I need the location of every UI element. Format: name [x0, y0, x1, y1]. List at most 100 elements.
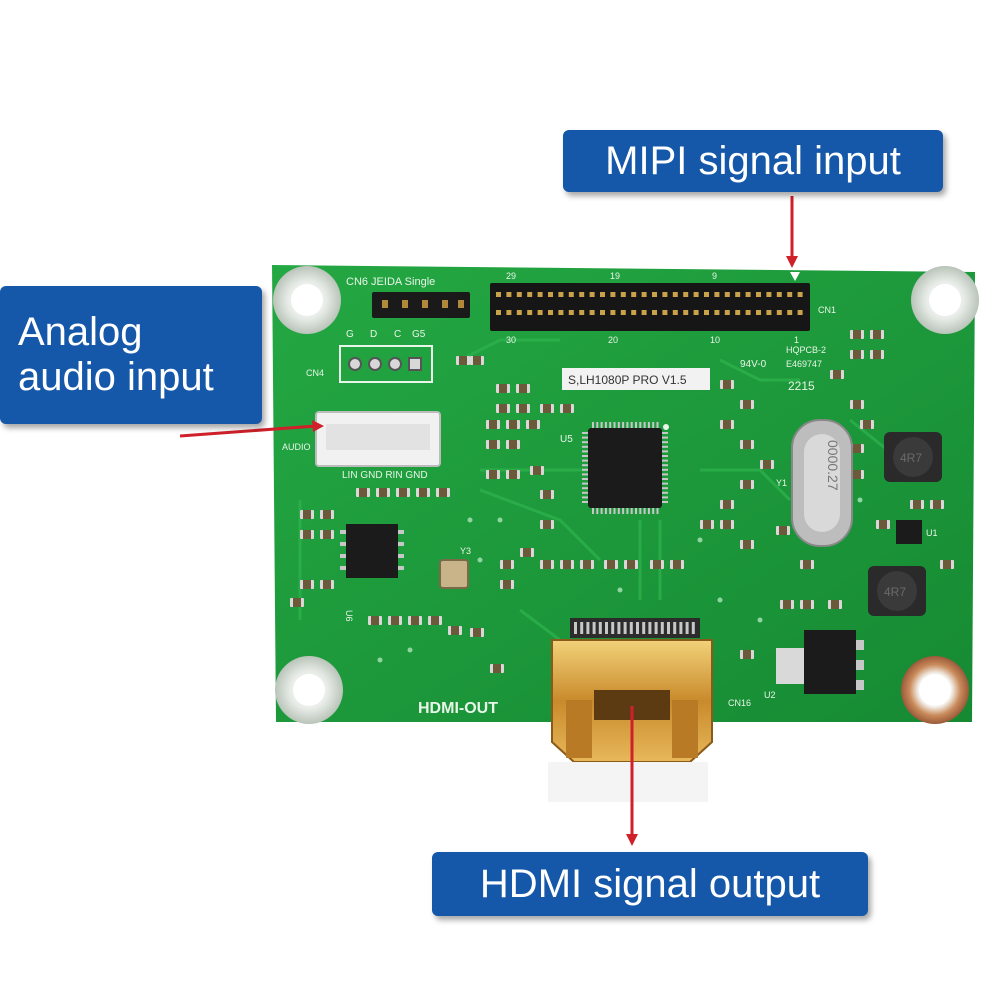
cn4-pads: [339, 345, 433, 383]
cn1-pin: [693, 310, 699, 315]
cn1-pin: [620, 310, 626, 315]
cn1-pin: [579, 292, 585, 297]
cn1-pin: [548, 310, 553, 315]
mounting-hole-bottom-right: [901, 656, 969, 724]
u2-label: U2: [764, 690, 776, 700]
cert-e469747: E469747: [786, 359, 822, 369]
audio-label: AUDIO: [282, 442, 311, 452]
pin-29-label: 29: [506, 271, 516, 281]
cn1-pin: [787, 292, 793, 297]
cn1-pin: [662, 292, 668, 297]
cn1-pin: [527, 310, 533, 315]
cn1-pin: [506, 292, 512, 297]
cn1-pin: [506, 310, 512, 315]
cn1-pin: [631, 310, 637, 315]
pin-20-label: 20: [608, 335, 618, 345]
cn1-pin: [776, 292, 782, 297]
u2-regulator: [776, 630, 864, 694]
cn1-pin: [558, 310, 564, 315]
inductor-bottom: 4R7: [868, 566, 926, 616]
audio-connector: [315, 411, 441, 467]
audio-input-text-line2: audio input: [18, 355, 214, 399]
date-code: 2215: [788, 379, 815, 393]
inductor-top-marking: 4R7: [900, 451, 922, 465]
cn1-pin: [756, 310, 761, 315]
hdmi-output-callout: HDMI signal output: [432, 852, 868, 916]
cn1-pin: [683, 292, 689, 297]
cn1-pin: [704, 292, 709, 297]
version-label: S,LH1080P PRO V1.5: [568, 373, 687, 387]
y1-crystal: 0000.27: [791, 419, 853, 547]
cn1-label: CN1: [818, 305, 836, 315]
cn1-pin: [766, 292, 772, 297]
cn1-pin: [516, 310, 522, 315]
cn1-pin: [527, 292, 533, 297]
cn1-pin: [600, 292, 605, 297]
pin-c-label: C: [394, 329, 401, 340]
inductor-top: 4R7: [884, 432, 942, 482]
cn6-label: CN6 JEIDA Single: [346, 276, 435, 288]
cn1-pin: [704, 310, 709, 315]
cn1-pin: [735, 310, 741, 315]
cn1-pin: [620, 292, 626, 297]
arrow-mipi: [786, 196, 798, 268]
cn1-pin: [652, 292, 657, 297]
cn1-pin: [610, 292, 616, 297]
cn1-pin: [558, 292, 564, 297]
pin-9-label: 9: [712, 271, 717, 281]
pin-g-label: G: [346, 329, 354, 340]
hdmi-output-text: HDMI signal output: [479, 861, 821, 906]
cn1-pin: [672, 310, 678, 315]
cn1-pin: [766, 310, 772, 315]
cn16-label: CN16: [728, 698, 751, 708]
u6-chip: [340, 524, 404, 578]
cn1-pin: [579, 310, 585, 315]
mounting-hole-bottom-left: [275, 656, 343, 724]
cn1-pin: [714, 310, 720, 315]
cn4-label: CN4: [306, 368, 324, 378]
pin-30-label: 30: [506, 335, 516, 345]
u5-chip: [582, 422, 669, 514]
y3-label: Y3: [460, 546, 471, 556]
pin-d-label: D: [370, 329, 377, 340]
cn1-pin: [672, 292, 678, 297]
pin-10-label: 10: [710, 335, 720, 345]
cn1-pin: [610, 310, 616, 315]
cn1-pin: [537, 310, 543, 315]
cn1-pin: [537, 292, 543, 297]
pin-19-label: 19: [610, 271, 620, 281]
cn1-pin-header: [490, 283, 810, 331]
mounting-hole-top-right: [911, 266, 979, 334]
u1-label: U1: [926, 528, 938, 538]
audio-input-callout: Analog audio input: [0, 286, 262, 424]
cn1-pin: [568, 292, 574, 297]
hdmi-out-label: HDMI-OUT: [418, 700, 498, 717]
cn1-pin: [724, 292, 730, 297]
cn1-pin: [745, 292, 751, 297]
cn1-pin: [652, 310, 657, 315]
cn1-pin: [496, 310, 501, 315]
cn1-pin: [641, 292, 647, 297]
cn1-pin: [516, 292, 522, 297]
cn1-pin: [745, 310, 751, 315]
arrow-hdmi: [626, 706, 638, 846]
audio-pins-label: LIN GND RIN GND: [342, 470, 428, 481]
cn1-pin: [693, 292, 699, 297]
cn1-pin: [600, 310, 605, 315]
cn1-pin: [776, 310, 782, 315]
pin-1-label: 1: [794, 335, 799, 345]
cn1-pin: [797, 292, 803, 297]
mipi-input-text: MIPI signal input: [605, 138, 901, 183]
cn1-pin: [548, 292, 553, 297]
crystal-marking: 0000.27: [825, 440, 841, 491]
cn1-pin: [496, 292, 501, 297]
mounting-hole-top-left: [273, 266, 341, 334]
u6-label: U6: [344, 610, 354, 622]
cn1-pin: [683, 310, 689, 315]
y1-label: Y1: [776, 478, 787, 488]
cn1-pin: [735, 292, 741, 297]
audio-input-text-line1: Analog: [18, 310, 143, 355]
cn6-header: CN6 JEIDA Single: [346, 276, 470, 318]
cn1-pin: [756, 292, 761, 297]
